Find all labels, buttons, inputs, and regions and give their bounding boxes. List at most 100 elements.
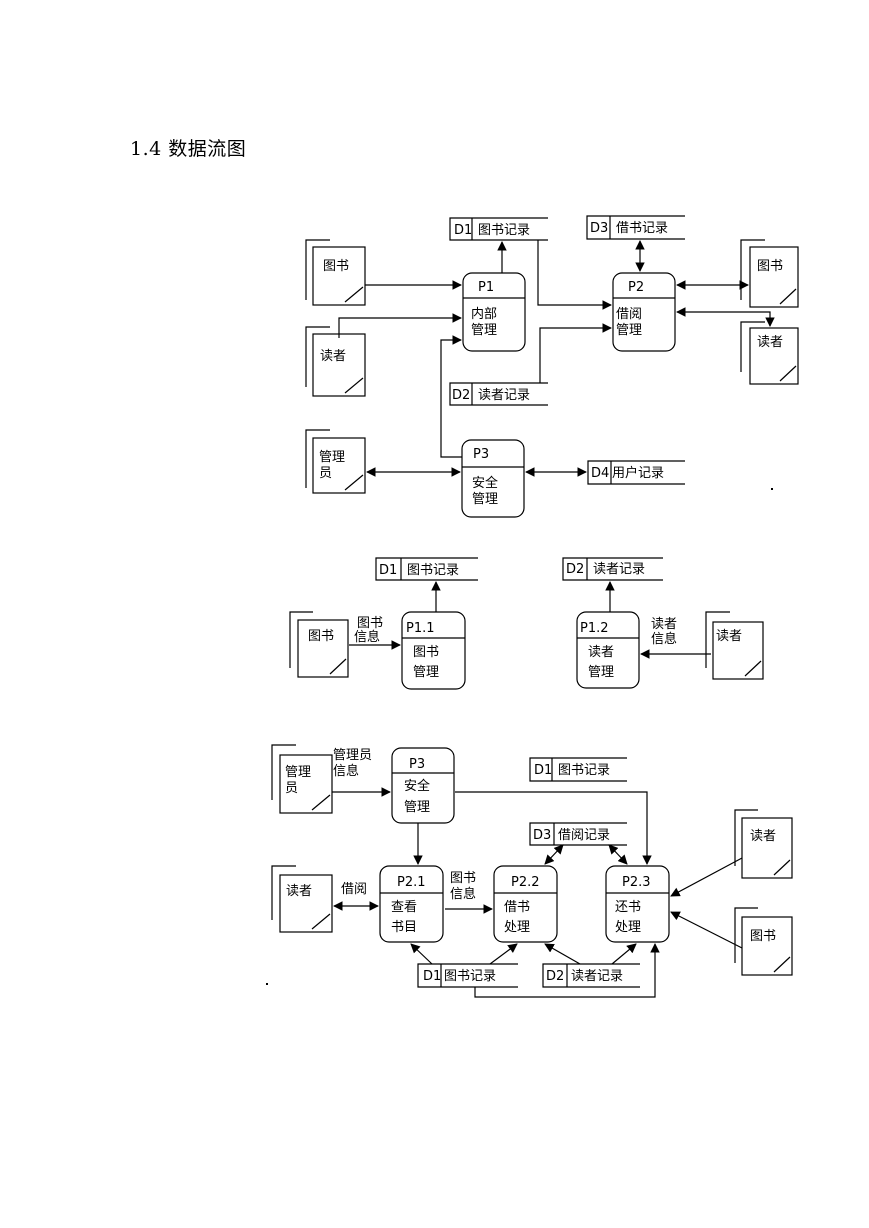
svg-text:图书: 图书 (308, 629, 334, 644)
store-d2: D2 读者记录 (449, 382, 548, 406)
svg-text:还书: 还书 (615, 900, 641, 915)
entity-admin: 管理 员 (305, 429, 366, 494)
svg-text:D1: D1 (534, 763, 552, 778)
flow-label-reader-info: 读者 (651, 617, 677, 632)
process-p3: P3 安全 管理 (461, 439, 525, 518)
svg-text:读者记录: 读者记录 (593, 562, 645, 577)
svg-text:图书: 图书 (323, 259, 349, 274)
section-heading: 1.4 数据流图 (130, 138, 247, 160)
process-p1: P1 内部 管理 (462, 272, 526, 352)
svg-text:图书记录: 图书记录 (407, 563, 459, 578)
svg-text:借书: 借书 (504, 900, 530, 915)
entity-m-reader: 读者 (705, 611, 764, 680)
svg-text:图书记录: 图书记录 (558, 763, 610, 778)
svg-text:管理: 管理 (319, 450, 345, 465)
svg-text:用户记录: 用户记录 (612, 465, 664, 481)
svg-text:D2: D2 (546, 969, 564, 984)
store-b-d2-bottom: D2 读者记录 (542, 963, 640, 988)
svg-text:P2.1: P2.1 (397, 875, 426, 890)
flow-label-borrow: 借阅 (341, 882, 367, 897)
svg-text:管理: 管理 (413, 665, 439, 680)
store-b-d3: D3 借阅记录 (529, 822, 627, 846)
entity-book-left: 图书 (305, 239, 366, 306)
svg-text:P3: P3 (473, 447, 489, 462)
svg-text:图书记录: 图书记录 (444, 969, 496, 984)
svg-text:读者: 读者 (588, 645, 614, 660)
svg-text:管理: 管理 (404, 800, 430, 815)
top-diagram: 图书 读者 管理 员 图书 读者 (305, 215, 799, 518)
svg-text:信息: 信息 (333, 763, 359, 779)
svg-text:读者: 读者 (320, 349, 346, 364)
svg-text:借书记录: 借书记录 (616, 221, 668, 236)
flow-label-book-info: 图书 (357, 616, 383, 631)
process-p1-1: P1.1 图书 管理 (401, 611, 466, 690)
svg-text:读者: 读者 (757, 335, 783, 350)
entity-b-reader-right: 读者 (734, 809, 793, 879)
process-p2-3: P2.3 还书 处理 (605, 865, 670, 943)
svg-text:D2: D2 (452, 388, 470, 403)
store-b-d1-bottom: D1 图书记录 (417, 963, 518, 988)
store-d3: D3 借书记录 (586, 215, 685, 240)
entity-m-book: 图书 (289, 611, 349, 678)
entity-book-right: 图书 (740, 239, 799, 308)
process-p2-1: P2.1 查看 书目 (379, 865, 444, 943)
bottom-diagram: 管理 员 管理员 信息 P3 安全 管理 D1 图书记录 D3 借阅记录 读者 (271, 744, 793, 998)
svg-text:处理: 处理 (504, 920, 530, 935)
svg-text:读者记录: 读者记录 (478, 388, 530, 403)
svg-text:员: 员 (285, 781, 298, 796)
svg-text:P2: P2 (628, 280, 644, 295)
svg-text:处理: 处理 (615, 920, 641, 935)
process-p2: P2 借阅 管理 (612, 272, 676, 352)
svg-text:P1.2: P1.2 (580, 621, 609, 636)
svg-text:管理: 管理 (471, 323, 497, 338)
svg-text:读者: 读者 (750, 829, 776, 844)
process-p2-2: P2.2 借书 处理 (493, 865, 558, 943)
svg-text:D2: D2 (566, 562, 584, 577)
svg-text:P1.1: P1.1 (406, 621, 435, 636)
svg-text:D4: D4 (591, 466, 609, 481)
store-m-d1: D1 图书记录 (375, 557, 478, 581)
svg-text:书目: 书目 (391, 920, 417, 935)
middle-diagram: D1 图书记录 D2 读者记录 图书 读者 P1.1 图书 管理 (289, 557, 764, 690)
process-p1-2: P1.2 读者 管理 (576, 611, 640, 689)
svg-text:查看: 查看 (391, 899, 417, 915)
svg-text:D1: D1 (454, 223, 472, 238)
svg-text:管理: 管理 (472, 492, 498, 507)
flow-label-admin-info: 管理员 (333, 748, 372, 763)
svg-text:安全: 安全 (404, 778, 430, 794)
store-d4: D4 用户记录 (587, 460, 685, 485)
svg-text:员: 员 (319, 466, 332, 481)
process-b-p3: P3 安全 管理 (391, 747, 455, 824)
svg-text:信息: 信息 (651, 631, 677, 647)
svg-text:管理: 管理 (588, 665, 614, 680)
svg-text:借阅: 借阅 (616, 307, 642, 322)
svg-text:图书: 图书 (413, 645, 439, 660)
store-d1: D1 图书记录 (449, 217, 548, 241)
svg-text:信息: 信息 (450, 886, 476, 902)
svg-text:管理: 管理 (285, 765, 311, 780)
svg-text:图书: 图书 (757, 259, 783, 274)
svg-text:读者: 读者 (716, 629, 742, 644)
svg-text:内部: 内部 (471, 306, 497, 322)
svg-text:读者: 读者 (286, 884, 312, 899)
svg-text:读者记录: 读者记录 (571, 969, 623, 984)
svg-text:管理: 管理 (616, 323, 642, 338)
svg-text:图书: 图书 (750, 929, 776, 944)
entity-reader-right: 读者 (740, 321, 799, 385)
entity-reader-left: 读者 (305, 326, 366, 397)
svg-text:D1: D1 (423, 969, 441, 984)
svg-text:D1: D1 (379, 563, 397, 578)
svg-text:P3: P3 (409, 757, 425, 772)
svg-text:P1: P1 (478, 280, 494, 295)
svg-text:P2.3: P2.3 (622, 875, 651, 890)
svg-text:D3: D3 (590, 221, 608, 236)
store-b-d1-top: D1 图书记录 (529, 757, 627, 782)
svg-text:信息: 信息 (354, 629, 380, 645)
store-m-d2: D2 读者记录 (562, 557, 663, 581)
entity-b-book-right: 图书 (734, 907, 793, 976)
flow-label-book-info-b: 图书 (450, 871, 476, 886)
svg-text:图书记录: 图书记录 (478, 223, 530, 238)
entity-b-admin: 管理 员 (271, 744, 333, 814)
svg-text:安全: 安全 (472, 475, 498, 491)
